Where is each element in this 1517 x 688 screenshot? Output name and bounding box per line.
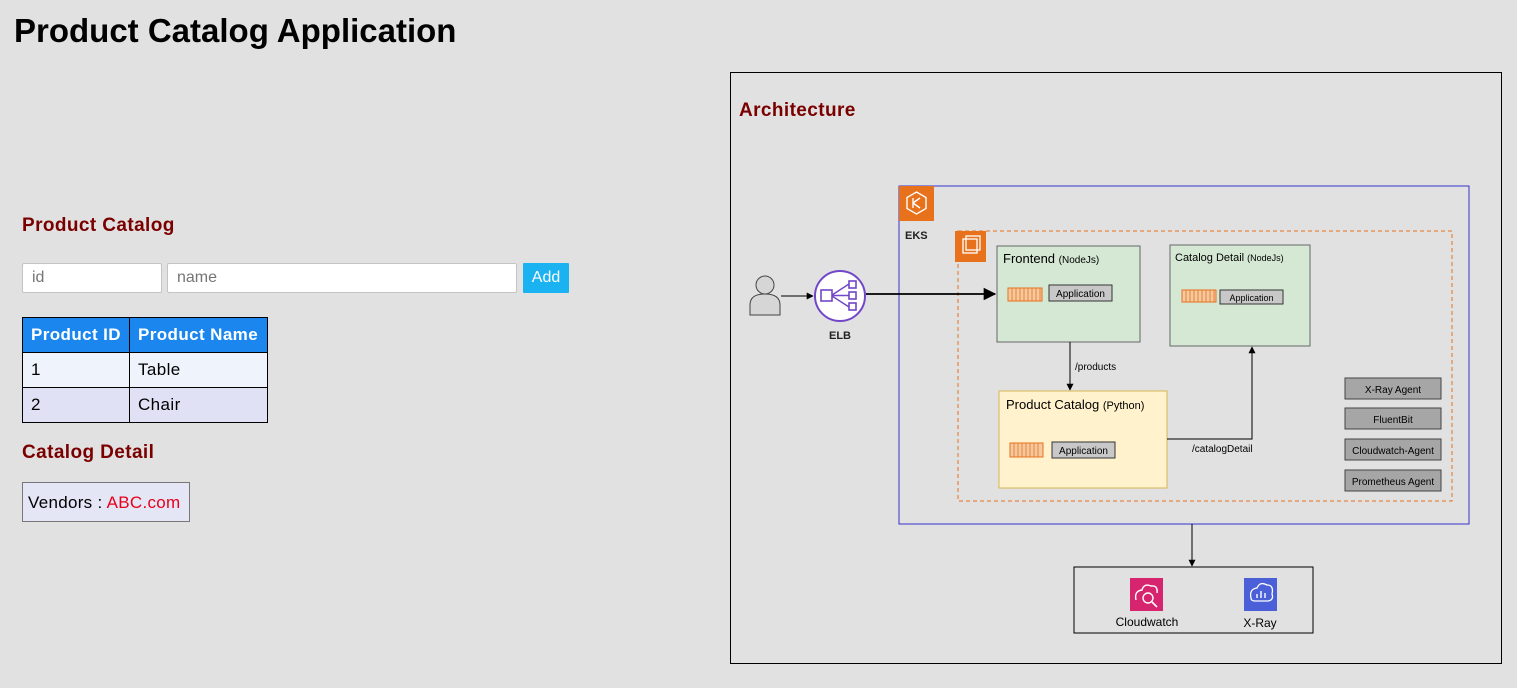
catalog-detail-heading: Catalog Detail: [22, 442, 155, 463]
elb-label: ELB: [829, 330, 851, 342]
table-row: 1 Table: [22, 352, 268, 388]
vendors-label: Vendors :: [28, 493, 103, 512]
architecture-heading: Architecture: [739, 100, 856, 121]
svg-text:Frontend (NodeJs): Frontend (NodeJs): [1003, 251, 1099, 266]
svg-text:Catalog Detail (NodeJs): Catalog Detail (NodeJs): [1175, 252, 1284, 264]
page-title: Product Catalog Application: [14, 12, 457, 49]
container-icon: [1007, 287, 1043, 302]
product-catalog-heading: Product Catalog: [22, 215, 175, 236]
frontend-name: Frontend: [1003, 251, 1055, 266]
svg-text:Product Catalog (Python): Product Catalog (Python): [1006, 397, 1144, 412]
product-catalog-service: Product Catalog (Python) Application: [998, 390, 1168, 489]
ec2-instance-icon: [955, 231, 986, 262]
product-catalog-name: Product Catalog: [1006, 397, 1099, 412]
add-button[interactable]: Add: [523, 263, 569, 293]
vendors-box: Vendors : ABC.com: [22, 482, 190, 522]
catalog-detail-service: Catalog Detail (NodeJs) Application: [1169, 244, 1311, 347]
architecture-panel: [730, 72, 1502, 664]
eks-label: EKS: [905, 230, 928, 242]
agent-xray: X-Ray Agent: [1365, 385, 1421, 396]
catalog-detail-name: Catalog Detail: [1175, 252, 1244, 264]
table-row: 2 Chair: [22, 387, 268, 423]
agents-stack: X-Ray Agent FluentBit Cloudwatch-Agent P…: [1344, 377, 1442, 492]
monitoring-services-box: Cloudwatch X-Ray: [1073, 566, 1314, 634]
container-icon: [1181, 289, 1217, 303]
user-icon: [749, 275, 781, 316]
eks-icon: [899, 186, 934, 221]
table-header-row: Product ID Product Name: [22, 317, 268, 353]
vendors-value: ABC.com: [106, 493, 181, 512]
elb-icon: [814, 270, 866, 322]
catalog-detail-app-label: Application: [1229, 293, 1273, 303]
cloudwatch-label: Cloudwatch: [1116, 615, 1179, 629]
name-input[interactable]: [167, 263, 517, 293]
id-input[interactable]: [22, 263, 162, 293]
product-catalog-runtime: (Python): [1103, 400, 1145, 412]
eks-cluster-boundary: [898, 185, 1470, 525]
agent-cloudwatch: Cloudwatch-Agent: [1352, 446, 1434, 457]
agent-fluentbit: FluentBit: [1373, 415, 1413, 426]
cell-product-name: Table: [129, 352, 268, 388]
column-header-product-id: Product ID: [22, 317, 130, 353]
products-table: Product ID Product Name 1 Table 2 Chair: [22, 317, 268, 423]
route-products-label: /products: [1075, 362, 1116, 373]
cell-product-id: 1: [22, 352, 130, 388]
node-group-boundary: [957, 230, 1453, 502]
catalog-detail-runtime: (NodeJs): [1247, 253, 1284, 263]
frontend-app-label: Application: [1056, 289, 1105, 300]
architecture-diagram: EKS ELB Frontend (NodeJs) Application: [749, 185, 1470, 634]
cell-product-name: Chair: [129, 387, 268, 423]
cloudwatch-icon: [1130, 578, 1163, 611]
xray-label: X-Ray: [1243, 616, 1276, 630]
frontend-runtime: (NodeJs): [1059, 255, 1100, 266]
container-icon: [1009, 442, 1044, 458]
agent-prometheus: Prometheus Agent: [1352, 477, 1434, 488]
column-header-product-name: Product Name: [129, 317, 268, 353]
route-catalog-detail-label: /catalogDetail: [1192, 444, 1253, 455]
xray-icon: [1244, 578, 1277, 611]
frontend-service: Frontend (NodeJs) Application: [996, 245, 1141, 343]
cell-product-id: 2: [22, 387, 130, 423]
product-catalog-app-label: Application: [1059, 446, 1108, 457]
